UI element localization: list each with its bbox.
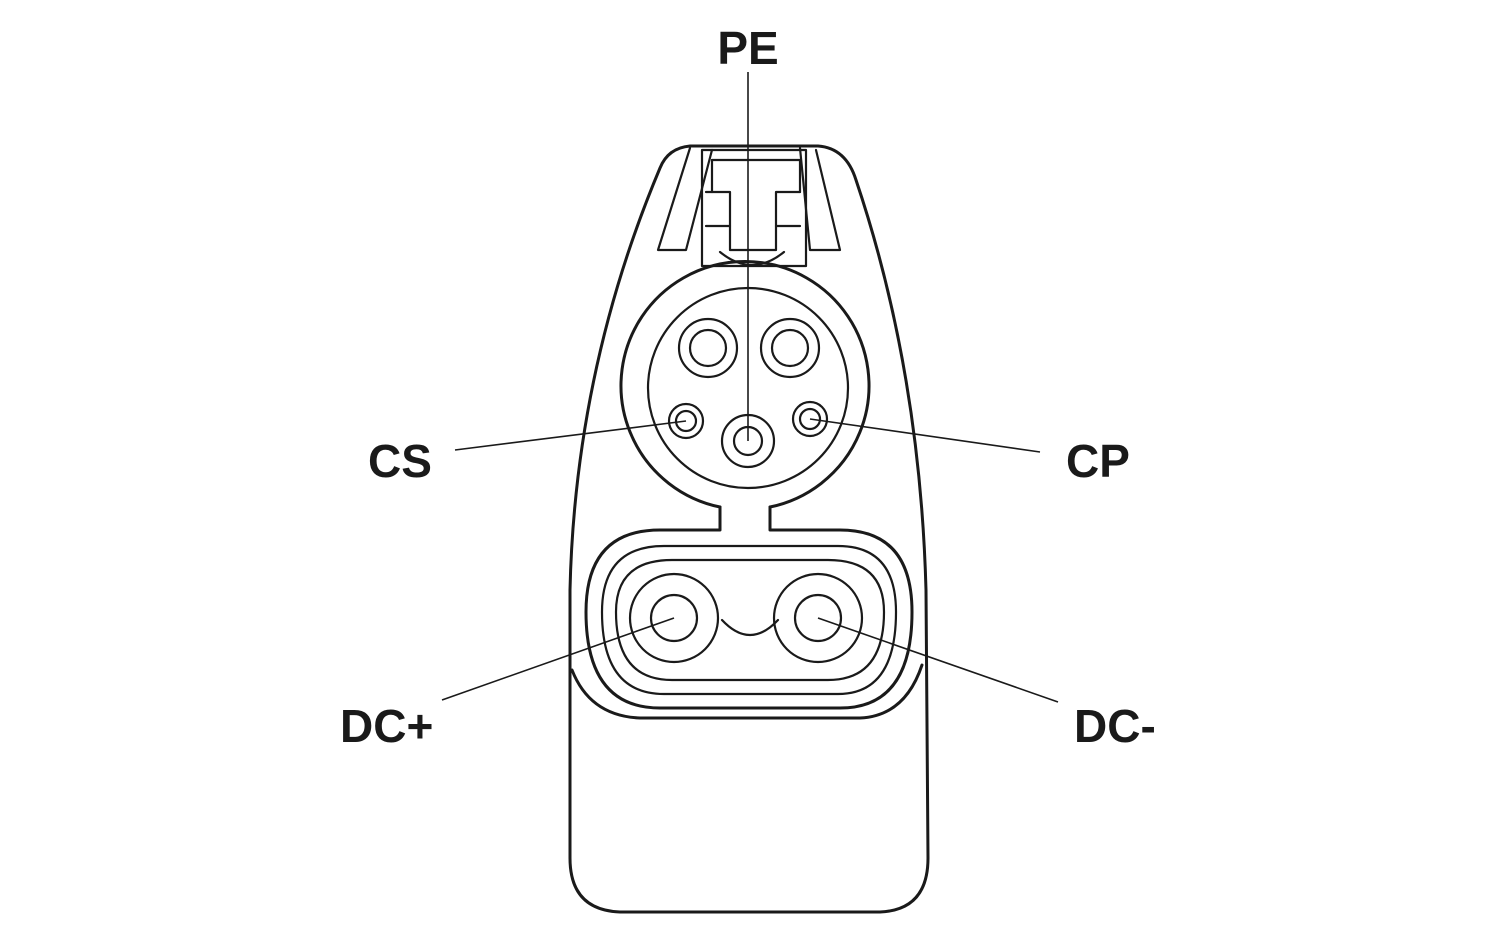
dc-minus-label: DC-: [1074, 700, 1156, 752]
cp-label: CP: [1066, 435, 1130, 487]
cp-pin-inner: [798, 407, 822, 431]
dc-minus-leader-line: [817, 617, 1059, 703]
signal-socket: [619, 260, 871, 530]
dc-plus-pin-inner: [649, 593, 699, 643]
upper-right-pin-outer: [759, 317, 821, 379]
cs-pin-inner: [674, 409, 698, 433]
dc-plus-label: DC+: [340, 700, 433, 752]
connector-housing: [568, 144, 930, 914]
upper-left-pin-outer: [677, 317, 739, 379]
upper-right-pin-inner: [770, 328, 810, 368]
cs-leader-line: [454, 420, 687, 451]
dc-minus-pin-outer: [772, 572, 864, 664]
dc-plus-pin-outer: [628, 572, 720, 664]
cs-pin-outer: [667, 402, 705, 440]
dc-plus-leader-line: [441, 617, 675, 701]
pe-label: PE: [717, 22, 778, 74]
cp-pin-outer: [791, 400, 829, 438]
cs-label: CS: [368, 435, 432, 487]
dc-minus-pin-inner: [793, 593, 843, 643]
dc-socket: [584, 526, 914, 710]
cp-leader-line: [809, 418, 1041, 453]
housing-lower-edge: [570, 663, 924, 720]
latch: [656, 146, 842, 268]
upper-left-pin-inner: [688, 328, 728, 368]
